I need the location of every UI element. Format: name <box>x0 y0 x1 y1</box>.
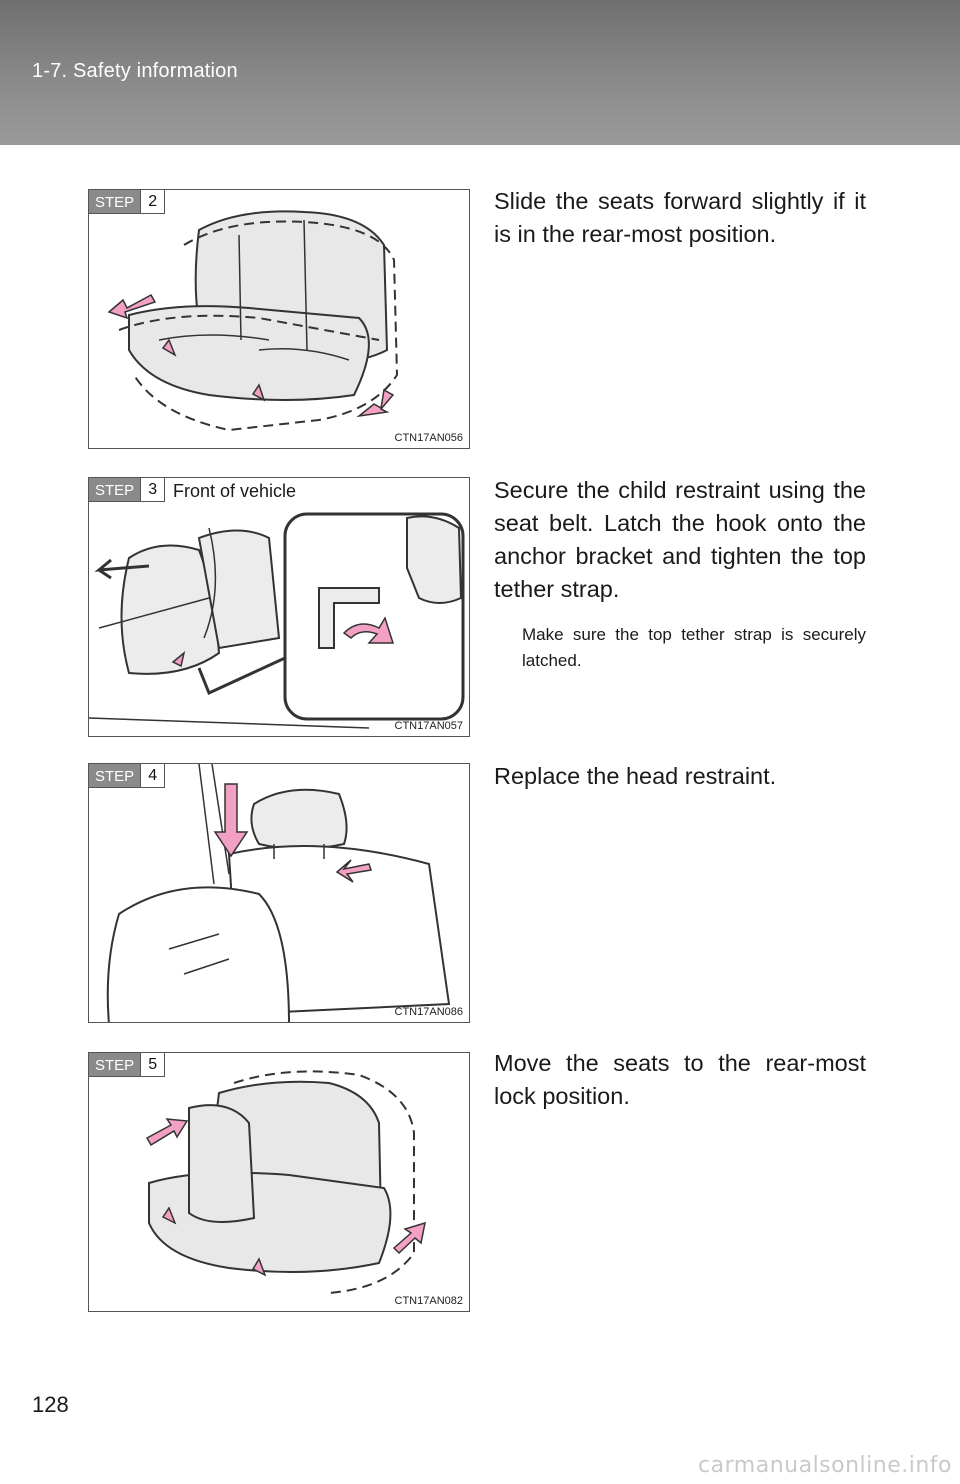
step-number: 5 <box>141 1053 166 1077</box>
step-4-illustration: STEP 4 CTN17AN086 <box>88 763 470 1023</box>
step-2-illustration: STEP 2 CTN17AN056 <box>88 189 470 449</box>
figure-code: CTN17AN057 <box>394 720 463 732</box>
figure-code: CTN17AN056 <box>394 432 463 444</box>
head-restraint-drawing <box>106 764 451 1022</box>
step-number: 3 <box>141 478 166 502</box>
child-seat-tether-drawing <box>89 512 465 729</box>
step-badge: STEP 2 <box>89 190 166 214</box>
page-number: 128 <box>32 1392 69 1417</box>
step-label: STEP <box>89 190 142 214</box>
rear-seat-drawing <box>107 210 399 432</box>
step-3-illustration: STEP 3 Front of vehicle CTN17AN057 <box>88 477 470 737</box>
step-badge: STEP 5 <box>89 1053 166 1077</box>
step-badge: STEP 4 <box>89 764 166 788</box>
step-number: 2 <box>141 190 166 214</box>
step-badge: STEP 3 <box>89 478 166 502</box>
step-5-illustration: STEP 5 CTN17AN082 <box>88 1052 470 1312</box>
step-2-text: Slide the seats forward slightly if it i… <box>494 188 866 247</box>
rear-seat-with-child-seat-drawing <box>145 1070 426 1294</box>
section-title: 1-7. Safety information <box>32 60 238 82</box>
figure-code: CTN17AN082 <box>394 1295 463 1307</box>
step-label: STEP <box>89 478 142 502</box>
figure-caption: Front of vehicle <box>173 481 297 501</box>
step-3-note: Make sure the top tether strap is secure… <box>522 625 866 670</box>
watermark: carmanualsonline.info <box>698 1453 952 1478</box>
figure-code: CTN17AN086 <box>394 1006 463 1018</box>
step-number: 4 <box>141 764 166 788</box>
step-5-text: Move the seats to the rear-most lock pos… <box>494 1050 866 1109</box>
step-label: STEP <box>89 1053 142 1077</box>
section-header: 1-7. Safety information <box>0 0 960 145</box>
step-label: STEP <box>89 764 142 788</box>
step-3-text: Secure the child restraint using the sea… <box>494 477 866 602</box>
step-4-text: Replace the head restraint. <box>494 763 777 789</box>
